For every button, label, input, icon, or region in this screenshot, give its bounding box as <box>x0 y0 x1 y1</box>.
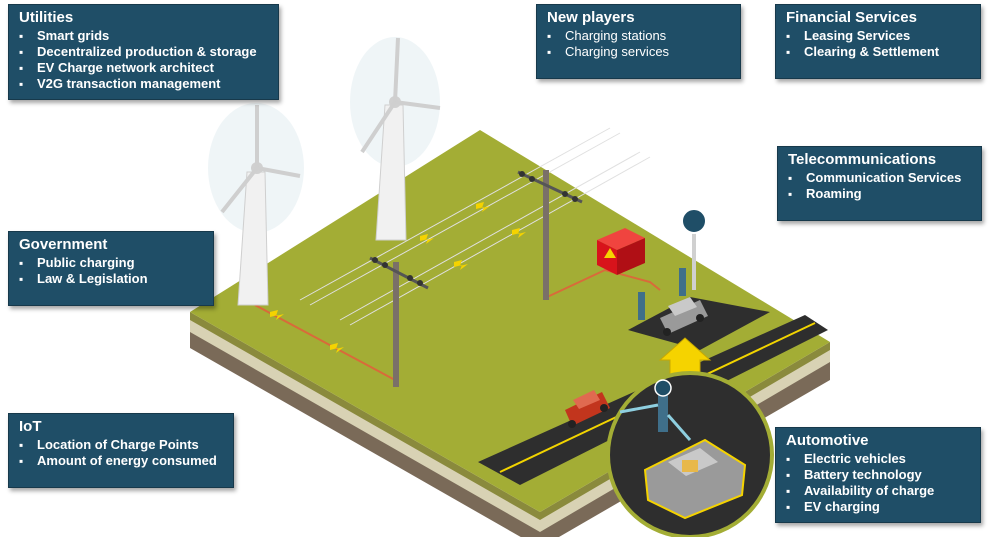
utility-pole-front <box>369 256 429 387</box>
list-item: Clearing & Settlement <box>786 44 972 60</box>
government-title: Government <box>19 236 108 253</box>
automotive-box: Automotive Electric vehicles Battery tec… <box>775 427 981 523</box>
wind-turbine-right <box>350 37 441 241</box>
list-item: Public charging <box>19 255 205 271</box>
list-item: V2G transaction management <box>19 76 270 92</box>
telecommunications-title: Telecommunications <box>788 151 937 168</box>
automotive-title: Automotive <box>786 432 869 449</box>
list-item: Electric vehicles <box>786 451 972 467</box>
list-item: Charging services <box>547 44 732 60</box>
red-car <box>565 390 610 428</box>
financial-services-list: Leasing Services Clearing & Settlement <box>786 28 972 60</box>
utility-pole-back <box>517 170 583 300</box>
new-players-box: New players Charging stations Charging s… <box>536 4 741 79</box>
list-item: Location of Charge Points <box>19 437 225 453</box>
power-cables <box>299 127 651 326</box>
list-item: EV Charge network architect <box>19 60 270 76</box>
iot-title: IoT <box>19 418 42 435</box>
government-list: Public charging Law & Legislation <box>19 255 205 287</box>
financial-services-box: Financial Services Leasing Services Clea… <box>775 4 981 79</box>
charging-station-sign <box>681 208 707 290</box>
gray-car <box>660 297 708 336</box>
wind-turbine-left <box>208 103 304 306</box>
utilities-title: Utilities <box>19 9 74 26</box>
utilities-box: Utilities Smart grids Decentralized prod… <box>8 4 279 100</box>
list-item: Communication Services <box>788 170 973 186</box>
financial-services-title: Financial Services <box>786 9 917 26</box>
new-players-list: Charging stations Charging services <box>547 28 732 60</box>
telecommunications-box: Telecommunications Communication Service… <box>777 146 982 221</box>
telecommunications-list: Communication Services Roaming <box>788 170 973 202</box>
charging-post <box>638 268 686 320</box>
new-players-title: New players <box>547 9 635 26</box>
list-item: Battery technology <box>786 467 972 483</box>
list-item: Decentralized production & storage <box>19 44 270 60</box>
transformer-box <box>597 228 645 275</box>
energy-bolts <box>270 202 526 353</box>
government-box: Government Public charging Law & Legisla… <box>8 231 214 306</box>
iot-box: IoT Location of Charge Points Amount of … <box>8 413 234 488</box>
iot-list: Location of Charge Points Amount of ener… <box>19 437 225 469</box>
automotive-list: Electric vehicles Battery technology Ava… <box>786 451 972 515</box>
list-item: Availability of charge <box>786 483 972 499</box>
list-item: Charging stations <box>547 28 732 44</box>
list-item: Smart grids <box>19 28 270 44</box>
list-item: Roaming <box>788 186 973 202</box>
utilities-list: Smart grids Decentralized production & s… <box>19 28 270 92</box>
list-item: Amount of energy consumed <box>19 453 225 469</box>
list-item: Leasing Services <box>786 28 972 44</box>
list-item: Law & Legislation <box>19 271 205 287</box>
zoom-circle-charging <box>606 371 774 537</box>
list-item: EV charging <box>786 499 972 515</box>
